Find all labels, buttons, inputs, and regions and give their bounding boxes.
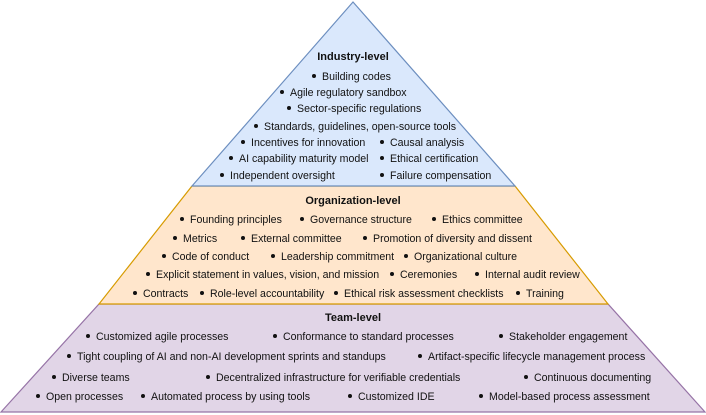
team-item: Artifact-specific lifecycle management p… — [418, 351, 645, 364]
organization-item: Code of conduct — [162, 251, 249, 264]
bullet-icon — [524, 375, 528, 380]
organization-item: External committee — [241, 233, 342, 246]
team-item: Open processes — [36, 391, 123, 404]
organization-item: Ethics committee — [432, 214, 523, 227]
bullet-icon — [334, 291, 338, 296]
industry-item: Causal analysis — [380, 137, 464, 150]
bullet-icon — [220, 173, 224, 178]
team-item: Continuous documenting — [524, 372, 651, 385]
industry-item: Failure compensation — [380, 170, 491, 183]
bullet-icon — [162, 254, 166, 259]
organization-item: Internal audit review — [475, 269, 580, 282]
industry-tier-shape — [190, 1, 517, 187]
bullet-icon — [348, 394, 352, 399]
bullet-icon — [206, 375, 210, 380]
organization-item: Training — [516, 288, 564, 301]
bullet-icon — [499, 334, 503, 339]
bullet-icon — [380, 156, 384, 161]
team-item: Stakeholder engagement — [499, 331, 627, 344]
bullet-icon — [380, 140, 384, 145]
organization-item: Leadership commitment — [271, 251, 394, 264]
team-item: Conformance to standard processes — [273, 331, 454, 344]
team-item: Tight coupling of AI and non-AI developm… — [67, 351, 386, 364]
team-item: Customized IDE — [348, 391, 435, 404]
team-tier-title: Team-level — [324, 312, 382, 324]
organization-item: Contracts — [133, 288, 188, 301]
team-item: Customized agile processes — [86, 331, 228, 344]
bullet-icon — [271, 254, 275, 259]
bullet-icon — [432, 217, 436, 222]
industry-item: Independent oversight — [220, 170, 335, 183]
bullet-icon — [36, 394, 40, 399]
bullet-icon — [254, 124, 258, 129]
bullet-icon — [273, 334, 277, 339]
bullet-icon — [173, 236, 177, 241]
organization-tier-title: Organization-level — [305, 195, 401, 207]
team-item: Decentralized infrastructure for verifia… — [206, 372, 460, 385]
industry-item: Agile regulatory sandbox — [280, 87, 407, 100]
industry-item: AI capability maturity model — [229, 153, 369, 166]
organization-item: Founding principles — [180, 214, 282, 227]
bullet-icon — [229, 156, 233, 161]
industry-item: Sector-specific regulations — [287, 103, 421, 116]
bullet-icon — [363, 236, 367, 241]
bullet-icon — [475, 272, 479, 277]
bullet-icon — [418, 354, 422, 359]
bullet-icon — [180, 217, 184, 222]
bullet-icon — [133, 291, 137, 296]
bullet-icon — [241, 236, 245, 241]
bullet-icon — [516, 291, 520, 296]
organization-item: Promotion of diversity and dissent — [363, 233, 532, 246]
industry-item: Ethical certification — [380, 153, 478, 166]
bullet-icon — [380, 173, 384, 178]
bullet-icon — [86, 334, 90, 339]
organization-item: Explicit statement in values, vision, an… — [146, 269, 379, 282]
bullet-icon — [300, 217, 304, 222]
industry-tier-title: Industry-level — [317, 51, 389, 63]
organization-item: Ethical risk assessment checklists — [334, 288, 504, 301]
organization-item: Ceremonies — [390, 269, 457, 282]
bullet-icon — [67, 354, 71, 359]
bullet-icon — [479, 394, 483, 399]
bullet-icon — [280, 90, 284, 95]
team-item: Model-based process assessment — [479, 391, 650, 404]
organization-item: Metrics — [173, 233, 217, 246]
industry-item: Standards, guidelines, open-source tools — [254, 121, 456, 134]
industry-item: Building codes — [312, 71, 391, 84]
bullet-icon — [200, 291, 204, 296]
team-item: Diverse teams — [52, 372, 130, 385]
bullet-icon — [390, 272, 394, 277]
bullet-icon — [312, 74, 316, 79]
bullet-icon — [241, 140, 245, 145]
organization-item: Governance structure — [300, 214, 412, 227]
team-item: Automated process by using tools — [141, 391, 310, 404]
bullet-icon — [146, 272, 150, 277]
organization-item: Organizational culture — [404, 251, 517, 264]
bullet-icon — [141, 394, 145, 399]
organization-item: Role-level accountability — [200, 288, 324, 301]
bullet-icon — [287, 106, 291, 111]
industry-item: Incentives for innovation — [241, 137, 365, 150]
bullet-icon — [52, 375, 56, 380]
bullet-icon — [404, 254, 408, 259]
